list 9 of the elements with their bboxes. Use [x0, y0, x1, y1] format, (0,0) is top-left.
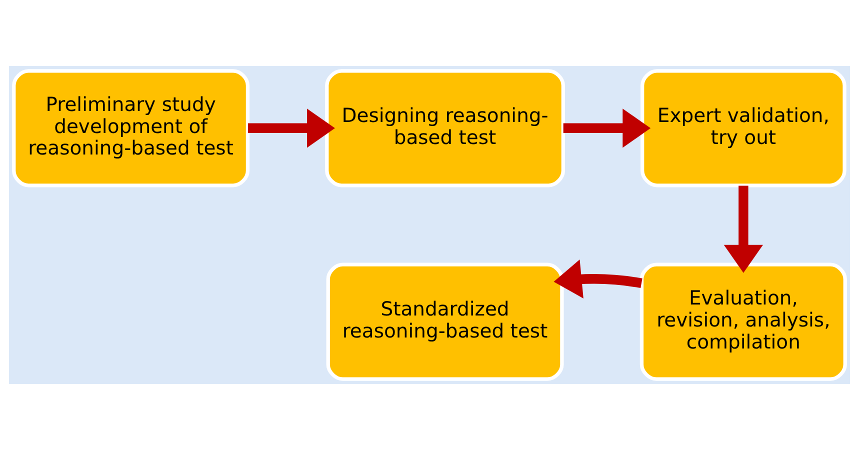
- node-box: Evaluation, revision, analysis, compilation: [639, 262, 846, 381]
- node-box: Standardized reasoning-based test: [326, 262, 564, 381]
- node-box: Preliminary study development of reasoning-based test: [12, 69, 250, 188]
- arrow: [248, 108, 334, 148]
- node-box: Expert validation, try out: [640, 69, 846, 188]
- node-box: Designing reasoning-based test: [324, 69, 564, 188]
- arrow: [553, 260, 642, 299]
- arrow: [723, 186, 763, 273]
- arrow: [562, 108, 650, 148]
